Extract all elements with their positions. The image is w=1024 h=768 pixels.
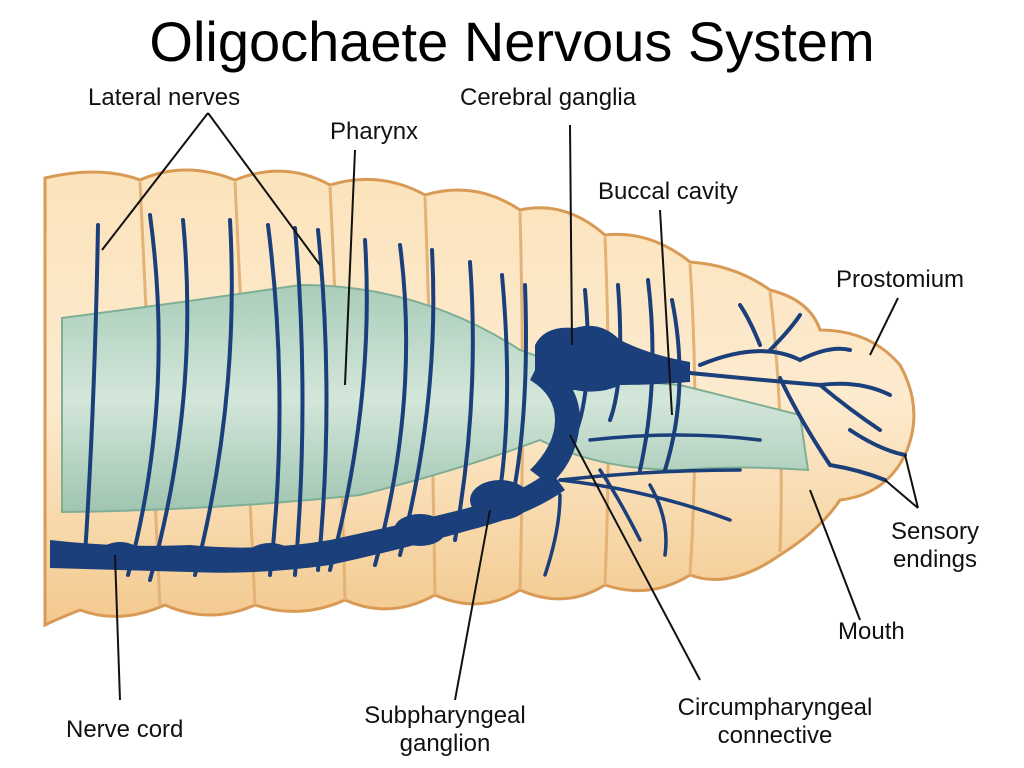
- pharynx: [61, 283, 810, 514]
- label-sensory-line2: endings: [892, 546, 978, 573]
- page-title: Oligochaete Nervous System: [149, 10, 875, 73]
- circumpharyngeal-connective: [530, 360, 580, 485]
- label-prostomium: Prostomium: [836, 266, 965, 293]
- label-mouth: Mouth: [838, 618, 905, 645]
- label-subpharyngeal-line1: Subpharyngeal: [364, 702, 526, 729]
- label-sensory-endings: Sensory endings: [880, 518, 990, 574]
- label-buccal-cavity: Buccal cavity: [598, 178, 739, 205]
- leader-lines: [101, 112, 919, 701]
- label-circumpharyngeal-connective: Circumpharyngeal connective: [650, 694, 900, 750]
- label-cerebral-ganglia: Cerebral ganglia: [460, 84, 637, 111]
- label-subpharyngeal-line2: ganglion: [399, 730, 491, 757]
- label-circum-line1: Circumpharyngeal: [677, 694, 873, 721]
- label-sensory-line1: Sensory: [890, 518, 980, 545]
- label-circum-line2: connective: [717, 722, 833, 749]
- cord-ganglia: [98, 480, 530, 571]
- label-pharynx: Pharynx: [330, 118, 419, 145]
- label-subpharyngeal-ganglion: Subpharyngeal ganglion: [340, 702, 550, 758]
- prostomial-nerves: [678, 303, 907, 482]
- cerebral-ganglia-shape: [535, 325, 690, 392]
- ventral-nerve-cord: [50, 470, 565, 573]
- buccal-nerves: [543, 433, 762, 577]
- label-lateral-nerves: Lateral nerves: [88, 84, 241, 111]
- label-nerve-cord: Nerve cord: [66, 716, 184, 743]
